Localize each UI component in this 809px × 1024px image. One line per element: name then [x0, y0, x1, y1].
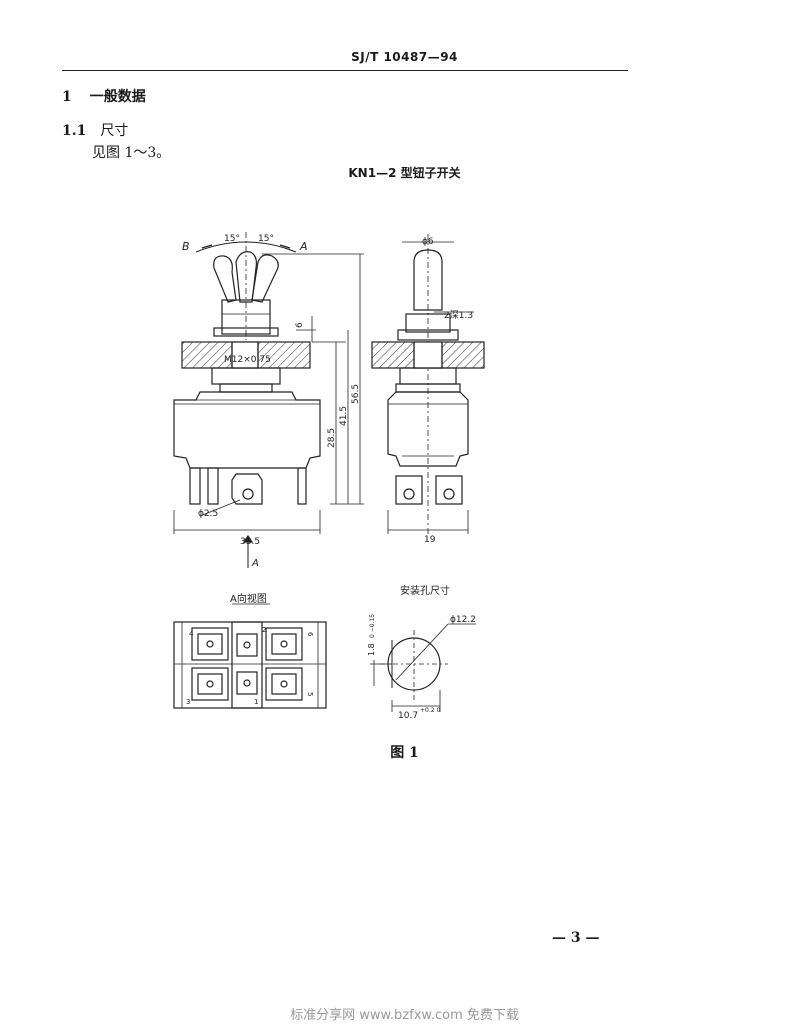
section-1-number: 1 — [62, 89, 72, 105]
figure-label: 图 1 — [390, 745, 419, 761]
terminal-6: 6 — [306, 632, 314, 637]
section-1-title: 一般数据 — [89, 89, 146, 105]
terminal-4: 4 — [189, 630, 194, 638]
angle-left-label: 15° — [224, 234, 240, 244]
section-1-1-title: 尺寸 — [100, 123, 129, 139]
label-b: B — [182, 240, 190, 253]
dim-10-7-label: 10.7 — [398, 711, 418, 721]
dim-phi6-label: ϕ6 — [422, 237, 434, 247]
standard-code-header: SJ/T 10487—94 — [351, 50, 458, 64]
see-figures-text: 见图 1～3。 — [92, 145, 171, 161]
dim-28-5-label: 28.5 — [327, 428, 337, 448]
thread-label: M12×0.75 — [224, 355, 271, 365]
dim-1-8-label: 1.8 — [367, 643, 376, 656]
mount-title: 安装孔尺寸 — [400, 584, 450, 597]
dim-56-5-label: 56.5 — [351, 384, 361, 404]
terminal-2: 2 — [262, 626, 266, 634]
dim-1-8-tolerance: 0 −0.15 — [369, 614, 376, 638]
toggle-switch-drawing: B A 15° 15° M12×0.75 6 28.5 41.5 56.5 33… — [173, 232, 485, 721]
a-direction-view — [173, 603, 327, 709]
angle-right-label: 15° — [258, 234, 274, 244]
section-1-1-number: 1.1 — [62, 123, 87, 139]
dim-33-5-label: 33.5 — [240, 537, 260, 547]
label-a-bottom: A — [251, 558, 259, 569]
page-number: — 3 — — [552, 930, 600, 946]
dim-2flat-label: 2深1.3 — [444, 310, 473, 321]
section-1-heading: 1 一般数据 — [62, 86, 146, 106]
dim-19-label: 19 — [424, 535, 436, 545]
terminal-3: 3 — [186, 698, 190, 706]
terminal-1: 1 — [254, 698, 258, 706]
watermark-footer: 标准分享网 www.bzfxw.com 免费下载 — [290, 1008, 519, 1023]
terminal-5: 5 — [306, 692, 314, 696]
dim-41-5-label: 41.5 — [339, 406, 349, 426]
section-1-1-heading: 1.1 尺寸 — [62, 120, 128, 140]
a-view-label: A向视图 — [230, 592, 267, 605]
mounting-hole-view — [370, 623, 476, 712]
dim-10-7-tolerance: +0.2 0 — [420, 707, 440, 714]
figure-title: KN1—2 型钮子开关 — [348, 166, 461, 180]
side-view — [371, 234, 485, 534]
front-view — [173, 232, 364, 568]
header-rule — [62, 70, 628, 71]
dim-6-label: 6 — [295, 322, 305, 328]
label-a-top: A — [299, 240, 308, 253]
dim-phi12-2-label: ϕ12.2 — [450, 615, 476, 625]
dim-phi2-5-label: ϕ2.5 — [198, 509, 218, 519]
